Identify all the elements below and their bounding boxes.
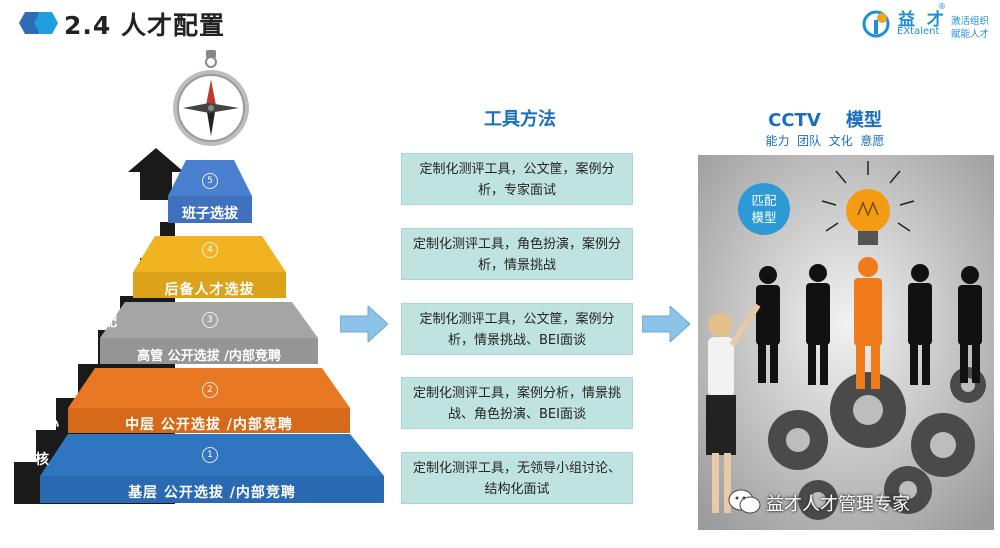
- logo-mark-icon: [862, 10, 890, 38]
- logo-registered-mark: ®: [938, 2, 946, 11]
- match-model-text: 匹配模型: [751, 193, 777, 225]
- level-1-label: 基层 公开选拔 /内部竞聘: [128, 485, 296, 501]
- level-5-label: 班子选拔: [182, 206, 238, 222]
- level-2-number: 2: [202, 382, 218, 398]
- watermark-text: 益才人才管理专家: [766, 494, 910, 515]
- page-title: 2.4 人才配置: [64, 11, 225, 40]
- tool-box-1: 定制化测评工具，无领导小组讨论、结构化面试: [401, 452, 633, 504]
- pyramid-level-1-band: [40, 476, 384, 503]
- level-5-number: 5: [202, 173, 218, 189]
- logo-slogan-1: 激活组织: [951, 16, 990, 27]
- right-arrow-icon: [642, 306, 690, 342]
- compass-icon: [173, 50, 249, 146]
- pyramid-level-3-band: [100, 338, 318, 364]
- stair-char-4: 人: [64, 380, 78, 396]
- model-photo: [698, 155, 994, 530]
- tool-box-2: 定制化测评工具，案例分析，情景挑战、角色扮演、BEI面谈: [401, 377, 633, 429]
- businesswoman: [706, 303, 761, 513]
- level-1-number: 1: [202, 447, 218, 463]
- stair-char-3: 才: [84, 347, 98, 363]
- level-4-number: 4: [202, 242, 218, 258]
- model-title: CCTV 模型: [768, 110, 882, 131]
- stair-char-1: 置: [119, 279, 133, 295]
- level-3-number: 3: [202, 312, 218, 328]
- logo-name: 益 才: [898, 10, 947, 30]
- level-4-label: 后备人才选拔: [164, 282, 255, 298]
- staircase: [14, 222, 175, 504]
- pyramid-level-2-band: [68, 408, 350, 433]
- up-arrow-icon: [128, 148, 184, 200]
- match-model-badge: 匹配模型: [738, 183, 790, 235]
- tool-box-5: 定制化测评工具，公文筐，案例分析，专家面试: [401, 153, 633, 205]
- right-arrow-icon: [340, 306, 388, 342]
- stair-char-5: 心: [45, 416, 59, 432]
- level-2-label: 中层 公开选拔 /内部竞聘: [125, 417, 293, 433]
- lightbulb-icon: [821, 161, 915, 245]
- header-hexagon-icon: [19, 12, 58, 34]
- tool-box-4: 定制化测评工具，角色扮演，案例分析，情景挑战: [401, 228, 633, 280]
- wechat-icon: [728, 489, 761, 514]
- stair-char-2: 配: [103, 314, 117, 330]
- pyramid-level-4-band: [133, 272, 286, 298]
- model-subtitle: 能力 团队 文化 意愿: [765, 134, 885, 148]
- pyramid-level-5-band: [168, 196, 252, 223]
- logo-english: EXtalent: [897, 26, 940, 37]
- highlighted-person: [854, 257, 882, 389]
- logo-slogan-2: 赋能人才: [951, 29, 990, 40]
- tool-box-3: 定制化测评工具，公文筐，案例分析，情景挑战、BEI面谈: [401, 303, 633, 355]
- stair-char-6: 核: [35, 452, 49, 468]
- tools-title: 工具方法: [484, 109, 556, 130]
- businessmen-silhouettes: [756, 264, 982, 385]
- level-3-label: 高管 公开选拔 /内部竞聘: [137, 349, 281, 364]
